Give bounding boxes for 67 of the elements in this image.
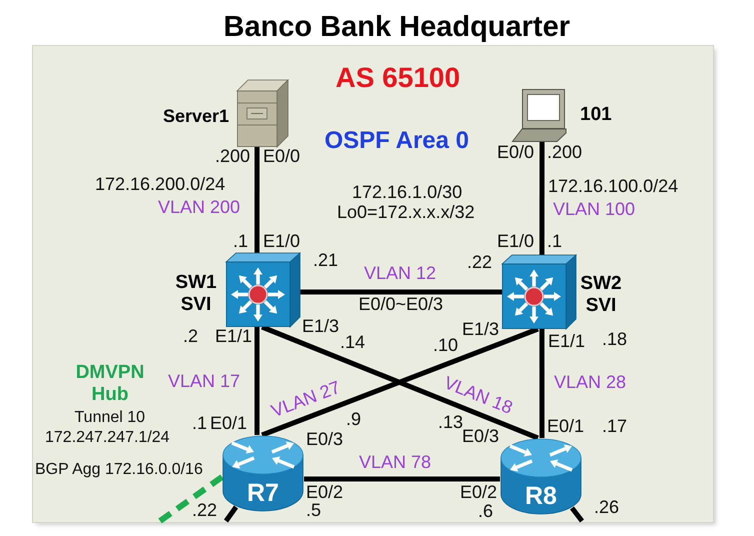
link-line: [304, 476, 500, 482]
device-label: Server1: [163, 107, 230, 127]
interface-label: E1/0: [263, 232, 300, 252]
link-line: [539, 142, 545, 255]
link-line: [300, 290, 502, 294]
device-label: 101: [580, 104, 612, 126]
subnet-label: 172.16.200.0/24: [95, 175, 226, 195]
ip-address-label: .17: [602, 417, 628, 437]
ip-address-label: .22: [192, 501, 218, 521]
hub-label: DMVPN Hub: [74, 362, 146, 406]
ip-address-label: .2: [183, 327, 198, 347]
as-number-label: AS 65100: [336, 62, 460, 94]
interface-label: E0/1: [547, 417, 584, 437]
interface-label: E1/3: [462, 320, 500, 340]
dashed-link-line: [158, 474, 224, 524]
ip-address-label: .18: [602, 330, 628, 350]
ip-address-label: .6: [478, 502, 494, 522]
ip-address-label: .200: [547, 143, 582, 163]
note-label: Tunnel 10: [74, 409, 146, 427]
vlan-label: VLAN 28: [554, 373, 626, 393]
ip-address-label: .13: [438, 413, 464, 433]
ip-address-label: .10: [433, 336, 458, 356]
link-line: [224, 506, 238, 522]
ip-address-label: .1: [233, 232, 248, 252]
device-label: SW2 SVI: [579, 273, 623, 317]
interface-label: E0/2: [460, 483, 498, 503]
vlan-label: VLAN 78: [359, 453, 432, 473]
interface-label: E0/3: [306, 430, 344, 450]
ip-address-label: .9: [346, 410, 362, 430]
vlan-label: VLAN 27: [268, 378, 344, 422]
interface-label: E1/1: [548, 332, 586, 352]
vlan-label: VLAN 100: [553, 200, 636, 220]
device-label: R8: [525, 483, 557, 510]
ip-address-label: .22: [467, 253, 492, 273]
ip-address-label: .14: [340, 333, 366, 353]
link-line: [539, 329, 544, 438]
interface-label: E0/0~E0/3: [358, 295, 444, 315]
vlan-label: VLAN 12: [364, 264, 436, 284]
ip-address-label: .200: [215, 147, 250, 167]
interface-label: E1/1: [215, 327, 252, 347]
vlan-label: VLAN 17: [168, 372, 240, 392]
ip-address-label: .1: [547, 232, 562, 252]
interface-label: E0/1: [210, 414, 248, 434]
network-panel: [33, 46, 713, 522]
ip-address-label: .5: [306, 501, 322, 521]
ip-address-label: .1: [192, 414, 208, 434]
interface-label: E0/0: [263, 147, 300, 167]
link-line: [254, 327, 260, 435]
note-label: 172.247.247.1/24: [45, 429, 170, 447]
area-label: OSPF Area 0: [324, 128, 470, 154]
ip-address-label: .21: [313, 251, 338, 271]
interface-label: E1/3: [302, 317, 340, 337]
link-line: [254, 147, 260, 253]
link-line: [570, 506, 584, 523]
interface-label: E0/2: [306, 483, 344, 503]
note-label: BGP Agg 172.16.0.0/16: [35, 461, 203, 479]
interface-label: E1/0: [497, 232, 534, 252]
subnet-label: 172.16.100.0/24: [548, 177, 678, 197]
device-label: SW1 SVI: [174, 272, 218, 316]
interface-label: E0/3: [462, 427, 500, 447]
vlan-label: VLAN 200: [158, 198, 240, 218]
device-label: R7: [247, 480, 279, 508]
subnet-label: Lo0=172.x.x.x/32: [337, 203, 475, 223]
interface-label: E0/0: [497, 143, 534, 163]
ip-address-label: .26: [594, 498, 620, 518]
subnet-label: 172.16.1.0/30: [352, 183, 462, 203]
diagram-title: Banco Bank Headquarter: [224, 12, 570, 44]
